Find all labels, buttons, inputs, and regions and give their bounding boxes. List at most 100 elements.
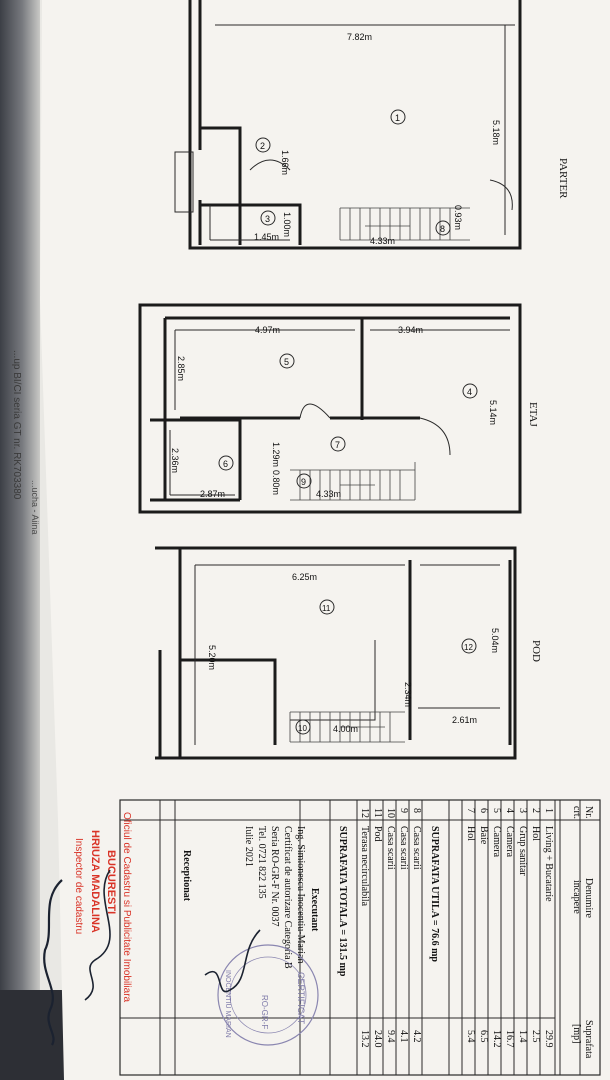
dim-etaj-stair-width: 0.80m — [271, 470, 281, 495]
executant-title: Executant — [309, 888, 320, 932]
row-name: Baie — [478, 826, 489, 845]
row-name: Terasa necirculabila — [359, 826, 370, 907]
svg-text:9: 9 — [301, 477, 306, 487]
dim-etaj-hall-width: 1.29m — [271, 442, 281, 467]
dim-etaj-bath-depth: 2.36m — [170, 448, 180, 473]
row-area: 9.4 — [385, 1030, 396, 1043]
svg-text:...ucha - Aiina: ...ucha - Aiina — [30, 480, 40, 535]
pod-left-walls — [158, 548, 182, 758]
row-area: 5.4 — [465, 1030, 476, 1043]
etaj-bath-walls — [150, 418, 242, 502]
dim-pod-stair-length: 4.00m — [333, 724, 358, 734]
row-name: Camera — [504, 826, 515, 858]
row-nr: 3 — [517, 808, 528, 813]
pod-dim-lines — [194, 564, 500, 745]
row-nr: 10 — [385, 808, 396, 818]
dim-parter-wc-width: 1.45m — [254, 232, 279, 242]
row-name: Living + Bucatarie — [543, 826, 554, 902]
plan-parter: PARTER 7.82m 5.18m 1.66m 1.00m 1.45m 0.9… — [174, 0, 569, 250]
row-nr: 5 — [491, 808, 502, 813]
svg-text:7: 7 — [335, 440, 340, 450]
room-marker-5: 5 — [279, 353, 295, 369]
paper-background — [40, 0, 610, 1080]
parter-outer-walls — [188, 0, 522, 250]
margin-edge-text: ...ucha - Aiina ...up BI/CI seria GT nr.… — [11, 350, 40, 535]
cadastre-office-stamp: Oficiul de Cadastru si Publicitate Imobi… — [73, 812, 132, 1003]
etaj-room-walls — [180, 318, 420, 420]
executant-series: Seria RO-GR-F Nr. 0037 — [269, 826, 280, 927]
row-name: Hol — [465, 826, 476, 841]
svg-text:INOCENTIU MARIAN: INOCENTIU MARIAN — [224, 970, 231, 1038]
parter-entry-step — [174, 151, 194, 213]
header-mp: [mp] — [571, 1024, 582, 1043]
row-nr: 9 — [398, 808, 409, 813]
svg-text:CERTIFICAT: CERTIFICAT — [296, 972, 306, 1025]
svg-text:11: 11 — [322, 604, 331, 613]
room-marker-3: 3 — [260, 210, 276, 226]
svg-text:BUCURESTI: BUCURESTI — [105, 850, 117, 914]
plan-etaj: ETAJ 4.97m 3.94m 2.85m 5.14m 1.29m 0.80m… — [138, 303, 539, 514]
room-marker-2: 2 — [255, 137, 271, 153]
pod-stairs — [289, 711, 405, 743]
dim-etaj-room4-width: 3.94m — [398, 325, 423, 335]
executant-date: Iulie 2021 — [243, 826, 254, 867]
dim-pod-terrace-width: 2.61m — [452, 715, 477, 725]
row-name: Grup sanitar — [517, 826, 528, 876]
row-area: 13.2 — [359, 1030, 370, 1048]
dim-parter-wc-depth: 1.00m — [282, 212, 292, 237]
total-totala: SUPRAFATA TOTALA = 131.5 mp — [337, 826, 348, 977]
level-title-etaj: ETAJ — [527, 402, 539, 428]
handwritten-date-stamp — [43, 879, 63, 1046]
row-name: Pod — [372, 826, 383, 842]
etaj-door-swing-right — [419, 417, 451, 456]
row-nr: 2 — [530, 808, 541, 813]
svg-text:RO-GR-F: RO-GR-F — [260, 995, 269, 1029]
row-name: Casa scarii — [411, 826, 422, 870]
parter-door-swing-right — [489, 179, 513, 211]
etaj-inner-walls — [163, 316, 510, 500]
room-marker-12: 12 — [461, 638, 477, 654]
etaj-dim-lines — [169, 329, 510, 496]
etaj-door-swing-center — [299, 403, 331, 419]
svg-text:HRIUZA MADALINA: HRIUZA MADALINA — [89, 830, 101, 933]
row-area: 2.5 — [530, 1030, 541, 1043]
header-nr: Nr. — [583, 806, 594, 819]
row-area: 1.4 — [517, 1030, 528, 1043]
row-area: 4.1 — [398, 1030, 409, 1043]
room-marker-11: 11 — [319, 599, 335, 615]
parter-stairs — [339, 207, 470, 241]
dim-parter-stair-length: 4.33m — [370, 236, 395, 246]
row-area: 6.5 — [478, 1030, 489, 1043]
room-marker-4: 4 — [462, 383, 478, 399]
room-marker-8: 8 — [435, 220, 451, 236]
row-name: Hol — [530, 826, 541, 841]
room-marker-7: 7 — [330, 436, 346, 452]
header-suprafata: Suprafata — [583, 1020, 594, 1059]
svg-text:6: 6 — [223, 459, 228, 469]
svg-text:8: 8 — [440, 224, 445, 234]
svg-text:3: 3 — [265, 214, 270, 224]
etaj-stairs — [290, 462, 416, 501]
receptionat-label: Receptionat — [181, 850, 192, 902]
table-header-lines — [554, 800, 581, 1075]
dim-parter-hall: 1.66m — [280, 150, 290, 175]
dim-etaj-stair-length: 4.33m — [316, 489, 341, 499]
svg-text:4: 4 — [467, 387, 472, 397]
svg-text:1: 1 — [395, 113, 400, 123]
executant-phone: Tel. 0721 822 135 — [256, 826, 267, 899]
level-title-pod: POD — [530, 640, 542, 662]
dim-parter-width: 7.82m — [347, 32, 372, 42]
parter-wc-walls — [200, 203, 302, 245]
dim-etaj-room4-depth: 5.14m — [488, 400, 498, 425]
